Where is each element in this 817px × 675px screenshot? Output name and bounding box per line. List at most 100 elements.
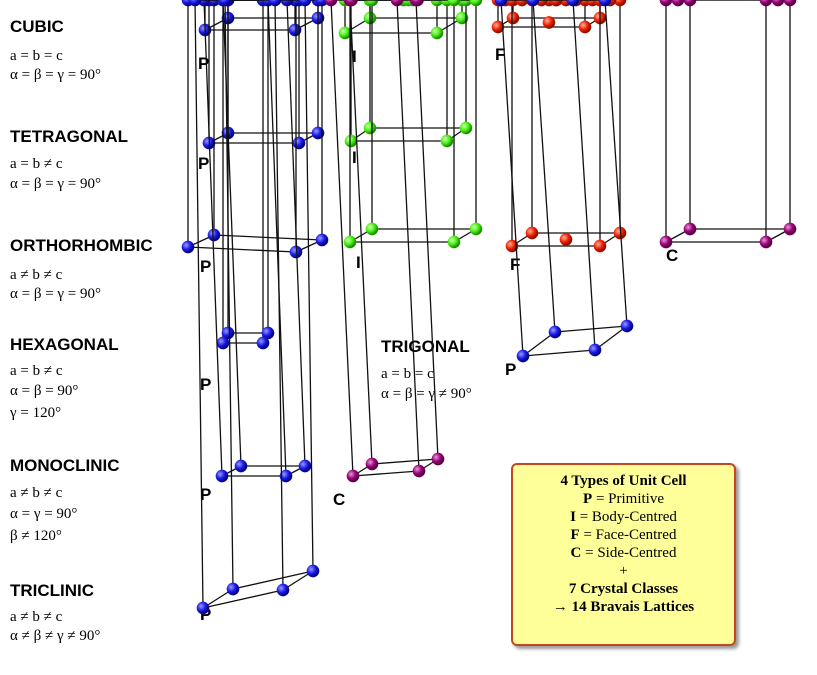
tetragonal-i-atom-0 [363,121,377,135]
orthorhombic-p-atom-1 [315,233,329,247]
monoclinic-c-edge-0 [371,458,439,465]
monoclinic-c-edge-10 [396,0,420,472]
triclinic-p-atom-7 [188,0,202,7]
orthorhombic-p-label: P [200,257,212,276]
triclinic-p-edge-2 [202,589,284,609]
monoclinic-c-atom-3 [346,469,360,483]
monoclinic-p-atom-3 [215,469,229,483]
hexagonal-p-atom-3 [216,336,230,350]
monoclinic-p-edge-10 [267,0,287,477]
trigonal-param-1: a = b = c [381,366,434,382]
tetragonal-i-label: I [352,148,357,167]
orthorhombic-c-atom-9 [771,0,785,7]
orthorhombic-f-atom-12 [515,0,529,7]
orthorhombic-c-atom-5 [783,0,797,7]
cubic-title: CUBIC [10,17,64,36]
legend-item-body-centred: I = Body-Centred [570,509,677,525]
orthorhombic-f-atom-8 [559,233,573,246]
orthorhombic-param-2: α = β = γ = 90° [10,286,101,302]
tetragonal-i-atom-2 [440,134,454,148]
orthorhombic-c-atom-1 [783,222,797,236]
cubic-i-atom-1 [455,11,469,25]
orthorhombic-i-atom-5 [469,0,483,7]
hexagonal-param-1: a = b ≠ c [10,363,63,379]
trigonal-p-label: P [505,360,517,379]
monoclinic-title: MONOCLINIC [10,456,120,475]
triclinic-title: TRICLINIC [10,581,95,600]
orthorhombic-f-atom-5 [613,0,627,7]
monoclinic-c-label: C [333,490,346,509]
triclinic-p-atom-1 [306,564,320,578]
trigonal-p-atom-5 [598,0,612,7]
orthorhombic-f-atom-2 [593,239,607,253]
hexagonal-p-label: P [200,375,212,394]
orthorhombic-f-atom-7 [505,0,519,7]
trigonal-p-edge-11 [500,0,524,357]
tetragonal-p-atom-2 [292,136,306,150]
orthorhombic-i-atom-0 [365,222,379,236]
orthorhombic-i-atom-3 [343,235,357,249]
hexagonal-param-3: γ = 120° [10,405,62,421]
trigonal-p-atom-6 [566,0,580,7]
orthorhombic-p-atom-3 [181,240,195,254]
trigonal-p-atom-4 [526,0,540,7]
legend-item-primitive: P = Primitive [583,491,664,507]
legend-item-side-centred: C = Side-Centred [570,545,677,561]
cubic-i-atom-3 [338,26,352,40]
cubic-i-label: I [352,47,357,66]
trigonal-p-edge-10 [572,0,596,351]
trigonal-param-2: α = β = γ ≠ 90° [381,386,472,402]
triclinic-param-2: α ≠ β ≠ γ ≠ 90° [10,628,101,644]
orthorhombic-c-atom-7 [659,0,673,7]
orthorhombic-c-atom-8 [671,0,685,7]
trigonal-title: TRIGONAL [381,337,470,356]
monoclinic-c-edge-2 [352,470,420,477]
orthorhombic-c-atom-4 [683,0,697,7]
monoclinic-p-atom-5 [280,0,294,7]
orthorhombic-f-atom-11 [549,0,563,7]
trigonal-p-edge-8 [532,0,556,333]
cubic-f-atom-3 [491,20,505,34]
tetragonal-param-1: a = b ≠ c [10,156,63,172]
triclinic-p-atom-6 [268,0,282,7]
orthorhombic-title: ORTHORHOMBIC [10,236,153,255]
trigonal-p-atom-2 [588,343,602,357]
orthorhombic-i-atom-1 [469,222,483,236]
orthorhombic-c-atom-0 [683,222,697,236]
cubic-f-atom-2 [578,20,592,34]
monoclinic-c-atom-0 [365,457,379,471]
monoclinic-c-atom-2 [412,464,426,478]
monoclinic-c-edge-11 [330,0,354,477]
legend-item-face-centred: F = Face-Centred [570,527,677,543]
orthorhombic-c-atom-2 [759,235,773,249]
orthorhombic-c-atom-3 [659,235,673,249]
legend-classes-line: 7 Crystal Classes [568,581,679,597]
triclinic-p-label: P [200,605,212,624]
monoclinic-p-edge-11 [203,0,223,477]
triclinic-p-atom-0 [226,582,240,596]
trigonal-p-atom-7 [494,0,508,7]
monoclinic-c-atom-8 [345,0,358,7]
hexagonal-param-2: α = β = 90° [10,383,79,399]
triclinic-p-edge-8 [224,0,234,590]
cubic-i-atom-2 [430,26,444,40]
monoclinic-c-atom-7 [324,0,338,7]
monoclinic-param-2: α = γ = 90° [10,506,78,522]
cubic-f-label: F [495,45,506,64]
triclinic-p-atom-3 [196,601,210,615]
triclinic-p-edge-11 [194,0,204,609]
legend-plus: + [619,563,628,579]
orthorhombic-p-atom-0 [207,228,221,242]
tetragonal-param-2: α = β = γ = 90° [10,176,101,192]
cubic-param-2: α = β = γ = 90° [10,67,101,83]
tetragonal-i-atom-1 [459,121,473,135]
triclinic-param-1: a ≠ b ≠ c [10,609,63,625]
trigonal-p-edge-3 [522,331,556,357]
triclinic-p-atom-4 [218,0,232,7]
cubic-i-atom-6 [430,0,444,7]
tetragonal-i-atom-3 [344,134,358,148]
cubic-f-atom-0 [506,11,520,25]
tetragonal-title: TETRAGONAL [10,127,129,146]
monoclinic-param-1: a ≠ b ≠ c [10,485,63,501]
